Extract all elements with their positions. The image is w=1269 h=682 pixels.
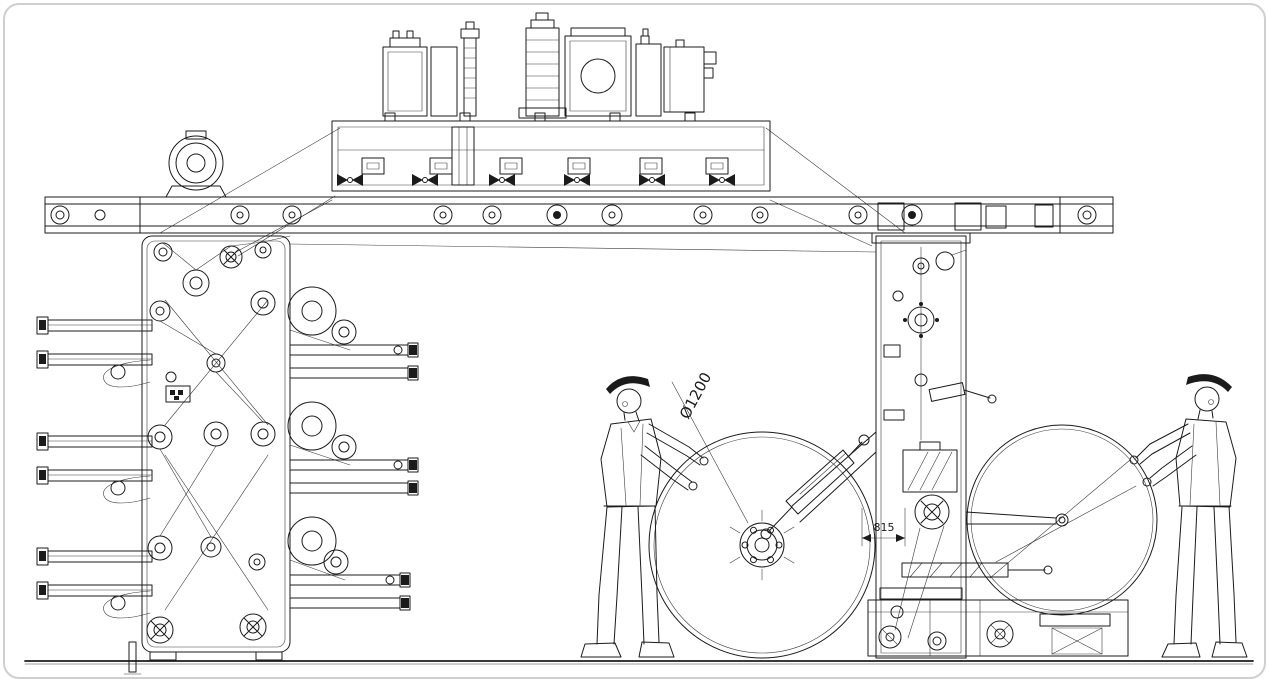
ground-line [24, 660, 1254, 665]
support-column [460, 21, 480, 117]
ink-deck-top [36, 316, 153, 388]
blower-box-4 [663, 39, 717, 113]
plate-unit-middle [287, 401, 419, 496]
operator-left [580, 376, 709, 658]
operator-right [1129, 374, 1248, 658]
exhaust-fan-box [564, 27, 632, 117]
air-nozzles [337, 174, 735, 186]
printing-tower [123, 235, 291, 675]
plate-unit-top [287, 286, 419, 381]
unwind-roll [648, 431, 876, 659]
ink-deck-bottom [36, 547, 153, 619]
plate-unit-bottom [287, 516, 411, 611]
rewind-arm [965, 511, 1057, 525]
bearing-assembly [165, 130, 227, 198]
blower-box-1 [382, 30, 428, 117]
cylinder-stack [518, 12, 567, 119]
right-frame-tower [871, 232, 997, 659]
top-equipment [382, 12, 717, 119]
ink-deck-middle [36, 432, 153, 504]
overhead-rail [44, 127, 1114, 257]
roll-diameter-annotation: Ø1200 [671, 369, 749, 524]
blower-box-3 [635, 28, 662, 117]
roll-stand [867, 562, 1129, 657]
roll-diameter-label: Ø1200 [676, 369, 715, 422]
blower-box-2 [430, 46, 458, 117]
dryer-unit [331, 112, 771, 192]
offset-dimension-annotation: 815 [861, 507, 906, 547]
rewind-roll [966, 424, 1158, 616]
offset-dimension-label: 815 [874, 521, 895, 534]
pneumatic-cylinder-arm [760, 431, 877, 540]
